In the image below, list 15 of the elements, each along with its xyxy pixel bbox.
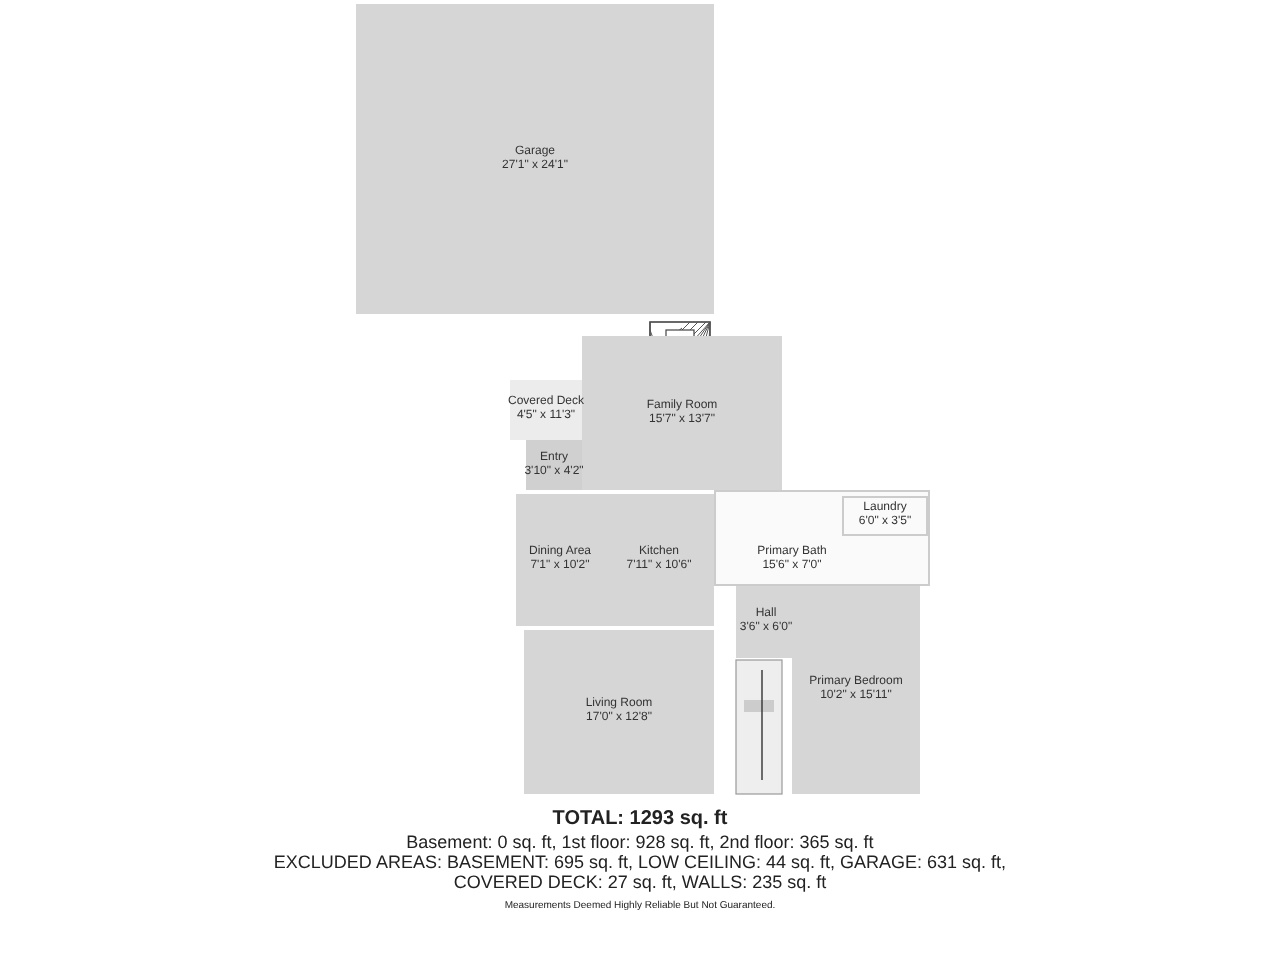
- room-area: [526, 440, 582, 490]
- room-area: [524, 630, 714, 794]
- room-area: [604, 494, 714, 626]
- room-area: [510, 380, 582, 440]
- sub-room-area: [842, 496, 928, 536]
- area-summary-text: Basement: 0 sq. ft, 1st floor: 928 sq. ft, 2nd floor: 365 sq. ft: [404, 832, 876, 852]
- room-area: [516, 494, 604, 626]
- total-area-heading: TOTAL: 1293 sq. ft: [550, 808, 730, 830]
- area-summary-text: EXCLUDED AREAS: BASEMENT: 695 sq. ft, LOW CEILING: 44 sq. ft, GARAGE: 631 sq. ft,: [271, 852, 1009, 872]
- room-area: [714, 490, 930, 586]
- room-area: [356, 4, 714, 314]
- room-area: [736, 586, 796, 658]
- room-area: [582, 336, 782, 490]
- room-area: [792, 586, 920, 794]
- area-summary-text: COVERED DECK: 27 sq. ft, WALLS: 235 sq. ft: [451, 872, 829, 892]
